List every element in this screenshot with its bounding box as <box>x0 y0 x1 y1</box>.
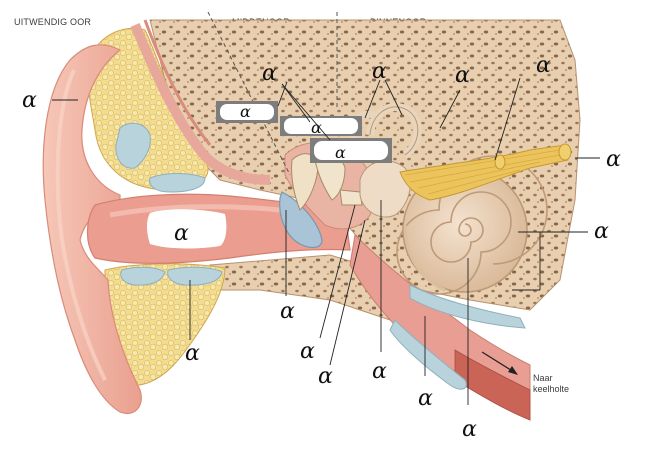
answer-mark-box-2: α <box>311 118 322 137</box>
cartilage-lower-2 <box>167 266 223 286</box>
leader-lines <box>52 77 600 405</box>
section-title-outer-ear: UITWENDIG OOR <box>14 17 92 27</box>
answer-mark-oval-window: α <box>318 364 333 389</box>
answer-marks-lower: α α <box>418 386 477 442</box>
answer-mark-ossicles: α <box>262 61 277 86</box>
answer-mark-vestibule: α <box>372 359 387 384</box>
malleus <box>291 153 319 211</box>
ear-canal-highlight <box>109 204 281 218</box>
label-box-2-blank <box>284 118 358 134</box>
eustachian-cartilage-2 <box>409 284 526 329</box>
cartilage-lower-1 <box>120 266 166 286</box>
auditory-nerve <box>399 144 569 201</box>
answer-mark-eustachian: α <box>418 386 433 411</box>
answer-mark-box-1: α <box>240 102 251 121</box>
eustachian-muscle <box>454 349 531 421</box>
answer-mark-semicircular: α <box>372 59 387 84</box>
answer-mark-stapes: α <box>300 339 315 364</box>
auricle-highlight <box>55 69 107 381</box>
answer-mark-canal: α <box>174 221 189 246</box>
answer-mark-auricle: α <box>22 88 37 113</box>
tympanic-membrane <box>279 191 323 249</box>
stapes <box>339 189 363 206</box>
divider-outer-middle <box>207 11 291 176</box>
destination-label-line1: Naar <box>533 373 553 383</box>
skin-layer-edge <box>143 19 212 146</box>
auricle <box>42 44 142 414</box>
answer-mark-cochlea: α <box>594 219 609 244</box>
nerve-fibers <box>404 149 561 195</box>
skin-layer-upper <box>130 23 271 185</box>
destination-label-line2: keelholte <box>533 384 570 394</box>
cartilage-upper-2 <box>149 173 206 193</box>
answer-marks: α α α α α α α α α α α α α α α α <box>22 53 621 389</box>
throat-arrowhead <box>508 366 518 375</box>
answer-mark-box-3: α <box>335 143 346 162</box>
answer-mark-cochlear-base: α <box>462 417 477 442</box>
nerve-cut-ends <box>494 143 572 170</box>
cochlea-spiral <box>396 155 548 295</box>
answer-mark-cartilage: α <box>185 341 200 366</box>
answer-mark-eardrum: α <box>280 299 295 324</box>
answer-mark-bone: α <box>455 63 470 88</box>
throat-arrow <box>481 351 515 373</box>
label-box-1-blank <box>220 104 274 120</box>
label-box-canal <box>147 209 227 249</box>
cartilage-upper-1 <box>115 122 151 169</box>
label-box-3-blank <box>314 141 388 160</box>
cochlea-base-shade <box>403 224 446 292</box>
semicircular-canal-1-outline <box>369 106 419 156</box>
answer-mark-nerve: α <box>536 53 551 78</box>
answer-mark-nerve-end: α <box>606 147 621 172</box>
